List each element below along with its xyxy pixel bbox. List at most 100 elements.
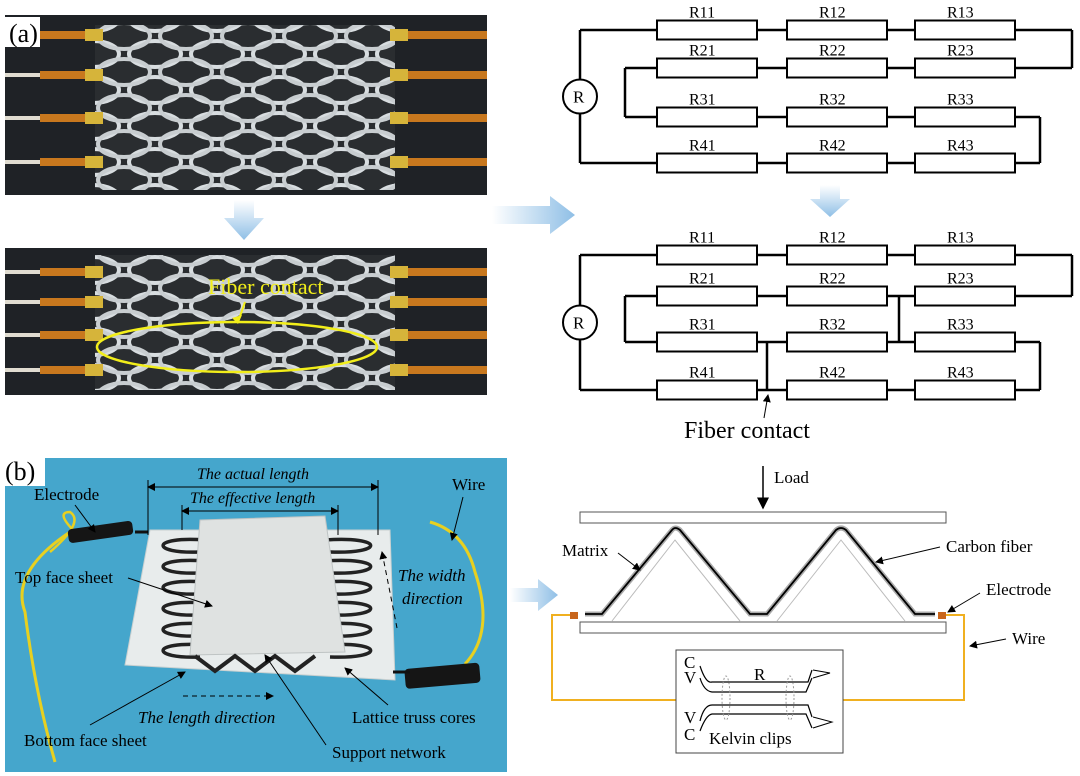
matrix-label: Matrix bbox=[562, 541, 609, 560]
resistor-label: R22 bbox=[819, 43, 846, 60]
resistor-label: R31 bbox=[689, 317, 716, 334]
resistor bbox=[914, 285, 1016, 307]
resistor bbox=[656, 244, 758, 266]
panel-a-label: (a) bbox=[9, 19, 38, 48]
effective-length-label: The effective length bbox=[190, 490, 315, 507]
bottom-face-sheet-label: Bottom face sheet bbox=[24, 731, 147, 750]
resistor-label: R31 bbox=[689, 92, 716, 109]
resistor bbox=[786, 379, 888, 401]
kelvin-v-bottom: V bbox=[684, 708, 697, 727]
carbon-fiber bbox=[585, 527, 935, 615]
electrode-left bbox=[570, 612, 578, 619]
resistor bbox=[914, 19, 1016, 41]
resistor bbox=[656, 331, 758, 353]
resistor-label: R41 bbox=[689, 365, 716, 382]
resistor-label: R32 bbox=[819, 317, 846, 334]
top-face-sheet-label: Top face sheet bbox=[15, 568, 113, 587]
kelvin-c-top: C bbox=[684, 653, 695, 672]
wire-photo-label: Wire bbox=[452, 475, 485, 494]
resistor-label: R21 bbox=[689, 271, 716, 288]
resistor-label: R22 bbox=[819, 271, 846, 288]
resistor bbox=[914, 106, 1016, 128]
kelvin-clips-label: Kelvin clips bbox=[709, 729, 792, 748]
resistor bbox=[914, 379, 1016, 401]
wire-schematic-label: Wire bbox=[1012, 629, 1045, 648]
width-direction-label-line1: The width bbox=[398, 566, 466, 585]
resistor bbox=[656, 379, 758, 401]
electrode-right bbox=[938, 612, 946, 619]
kelvin-c-bottom: C bbox=[684, 725, 695, 744]
length-direction-label: The length direction bbox=[138, 708, 275, 727]
carbon-fiber-label: Carbon fiber bbox=[946, 537, 1033, 556]
support-network-label: Support network bbox=[332, 743, 446, 762]
resistor-label: R42 bbox=[819, 138, 846, 155]
fiber-contact-photo-label: Fiber contact bbox=[208, 274, 323, 299]
kelvin-clips-inset: C V R V C Kelvin clips bbox=[675, 649, 844, 754]
kelvin-v-top: V bbox=[684, 668, 697, 687]
resistor-label: R21 bbox=[689, 43, 716, 60]
fiber-contact-arrowhead-icon bbox=[232, 315, 242, 324]
lattice-photo-after bbox=[5, 248, 487, 395]
resistor bbox=[786, 331, 888, 353]
resistor-label: R11 bbox=[689, 230, 715, 247]
panel-a-label-bg bbox=[5, 17, 40, 47]
ohmmeter-icon bbox=[562, 304, 598, 341]
ohmmeter-icon bbox=[562, 78, 598, 115]
resistor bbox=[656, 57, 758, 79]
electrode-photo-label: Electrode bbox=[34, 485, 99, 504]
panel-b-label-bg bbox=[5, 452, 45, 486]
resistor-label: R43 bbox=[947, 138, 974, 155]
resistor bbox=[786, 19, 888, 41]
resistor bbox=[786, 244, 888, 266]
resistor-label: R23 bbox=[947, 271, 974, 288]
resistor-label: R12 bbox=[819, 5, 846, 22]
resistor bbox=[914, 57, 1016, 79]
resistor-label: R41 bbox=[689, 138, 716, 155]
resistor bbox=[656, 106, 758, 128]
right-arrow-icon bbox=[492, 196, 575, 234]
resistor bbox=[656, 19, 758, 41]
load-label: Load bbox=[774, 468, 809, 487]
resistor bbox=[656, 285, 758, 307]
photo-annotations: The actual length The effective length E… bbox=[15, 466, 485, 762]
ohmmeter-label: R bbox=[573, 314, 585, 333]
resistor-label: R32 bbox=[819, 92, 846, 109]
resistor-label: R12 bbox=[819, 230, 846, 247]
sandwich-photo bbox=[5, 458, 507, 772]
resistor bbox=[914, 244, 1016, 266]
resistor-label: R33 bbox=[947, 317, 974, 334]
width-direction-label-line2: direction bbox=[402, 589, 463, 608]
resistor-label: R23 bbox=[947, 43, 974, 60]
resistor bbox=[656, 152, 758, 174]
ohmmeter-label: R bbox=[573, 88, 585, 107]
lattice-photo-before bbox=[5, 15, 487, 195]
resistor bbox=[786, 106, 888, 128]
resistor-label: R43 bbox=[947, 365, 974, 382]
resistor-label: R33 bbox=[947, 92, 974, 109]
truss-schematic: Load Matrix Carbon fiber Electrode Wire … bbox=[551, 466, 1051, 754]
kelvin-resistance-label: R bbox=[754, 665, 766, 684]
down-arrow-icon bbox=[810, 185, 850, 217]
resistor bbox=[914, 152, 1016, 174]
actual-length-label: The actual length bbox=[197, 466, 309, 483]
resistor bbox=[914, 331, 1016, 353]
electrode-schematic-label: Electrode bbox=[986, 580, 1051, 599]
bottom-plate bbox=[579, 621, 947, 634]
lattice-truss-cores-label: Lattice truss cores bbox=[352, 708, 476, 727]
resistor-label: R11 bbox=[689, 5, 715, 22]
circuit-fiber-contact-label: Fiber contact bbox=[684, 418, 810, 444]
down-arrow-icon bbox=[224, 200, 264, 240]
resistor-label: R13 bbox=[947, 5, 974, 22]
resistor bbox=[786, 57, 888, 79]
top-plate bbox=[579, 511, 947, 524]
wire bbox=[551, 614, 965, 701]
panel-b-label: (b) bbox=[5, 457, 35, 486]
resistor bbox=[786, 285, 888, 307]
right-arrow-icon bbox=[510, 579, 558, 611]
resistor bbox=[786, 152, 888, 174]
resistor-label: R42 bbox=[819, 365, 846, 382]
